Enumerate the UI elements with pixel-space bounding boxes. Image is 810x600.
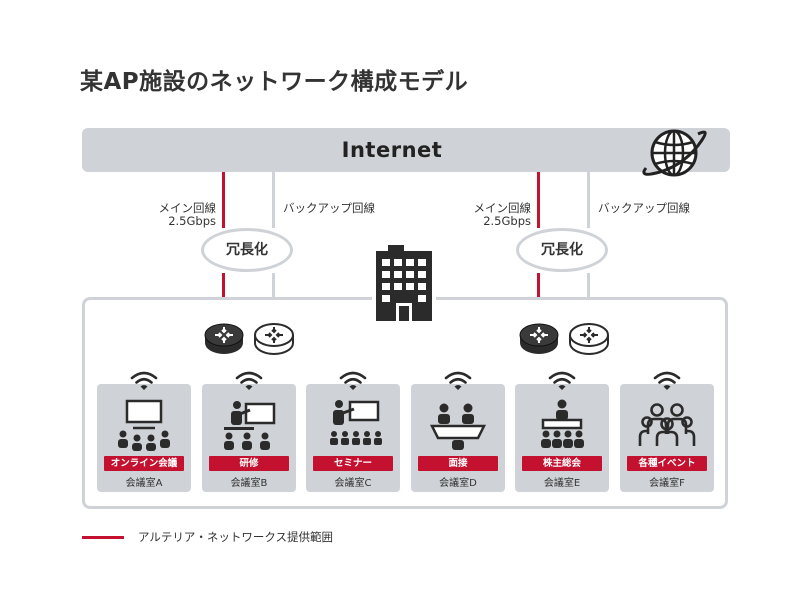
redundancy-badge-right: 冗長化 — [516, 228, 608, 272]
globe-icon — [642, 129, 707, 177]
wifi-icon — [339, 371, 367, 390]
main-line-label-right: メイン回線 — [473, 201, 532, 215]
room-tag: 各種イベント — [627, 456, 707, 471]
room-tag: 面接 — [418, 456, 498, 471]
wifi-icon — [548, 371, 576, 390]
room-tag: 研修 — [209, 456, 289, 471]
redundancy-badge-left: 冗長化 — [201, 228, 293, 272]
internet-bar — [82, 128, 730, 172]
router-backup-left-icon — [254, 323, 294, 355]
main-line-label-left: メイン回線 — [158, 201, 217, 215]
building-icon — [372, 245, 436, 321]
router-backup-right-icon — [569, 323, 609, 355]
training-icon — [224, 401, 276, 450]
router-main-left-icon — [204, 323, 244, 354]
room-tag: 株主総会 — [522, 456, 602, 471]
wifi-icon — [444, 371, 472, 390]
room-name: 会議室C — [334, 478, 372, 489]
wifi-icon — [235, 371, 263, 390]
internet-label: Internet — [341, 138, 443, 162]
wifi-icon — [130, 371, 158, 390]
room-name: 会議室E — [543, 478, 581, 489]
room-tag: オンライン会議 — [104, 456, 184, 471]
event-icon — [638, 403, 696, 446]
legend-label: アルテリア・ネットワークス提供範囲 — [138, 530, 334, 544]
room-name: 会議室A — [125, 478, 163, 489]
main-line-speed-left: 2.5Gbps — [168, 214, 216, 228]
backup-line-label-right: バックアップ回線 — [598, 201, 690, 215]
room-tag: セミナー — [313, 456, 393, 471]
seminar-icon — [330, 400, 382, 445]
room-name: 会議室D — [439, 478, 477, 489]
wifi-icon — [653, 371, 681, 390]
interview-icon — [429, 403, 487, 450]
main-line-right-upper — [537, 172, 540, 228]
backup-line-right-upper — [587, 172, 590, 228]
page-title: 某AP施設のネットワーク構成モデル — [80, 69, 469, 95]
backup-line-left-upper — [272, 172, 275, 228]
shareholders-meeting-icon — [541, 399, 584, 448]
main-line-left-upper — [222, 172, 225, 228]
room-name: 会議室B — [230, 478, 268, 489]
room-name: 会議室F — [649, 478, 685, 489]
legend-swatch — [82, 536, 124, 539]
backup-line-label-left: バックアップ回線 — [283, 201, 375, 215]
main-line-speed-right: 2.5Gbps — [483, 214, 531, 228]
room-card — [620, 384, 714, 492]
online-meeting-icon — [118, 399, 170, 451]
router-main-right-icon — [519, 323, 559, 354]
